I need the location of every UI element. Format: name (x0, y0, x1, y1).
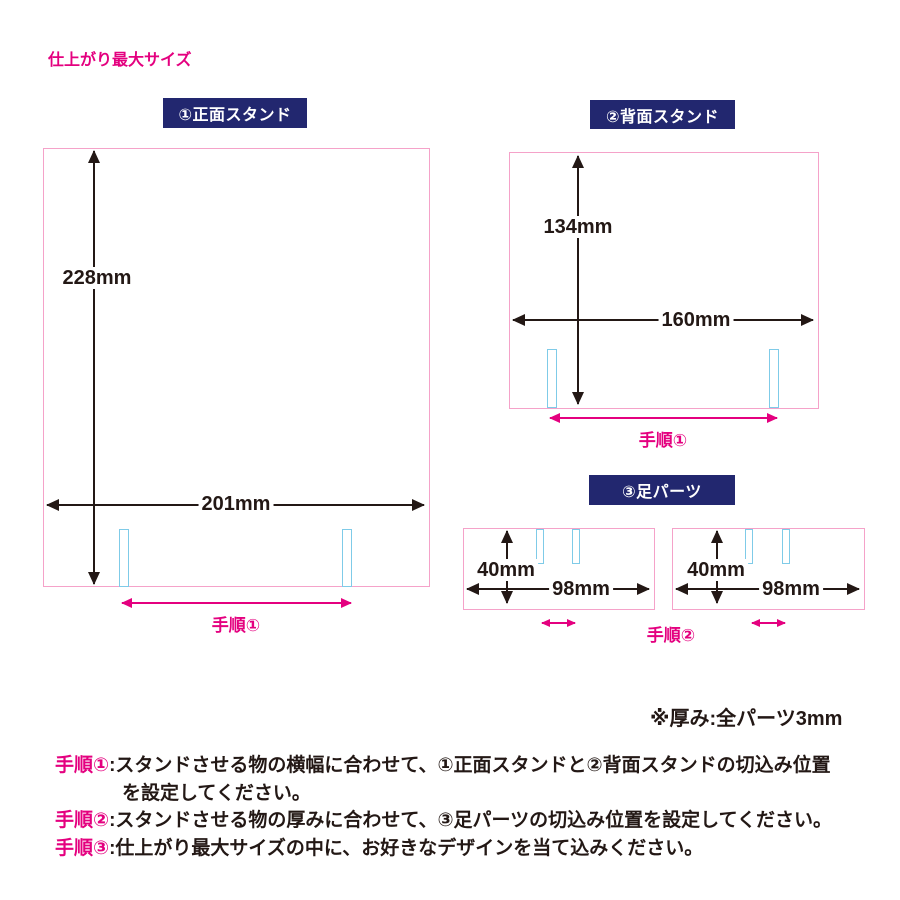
back-stand-header: ②背面スタンド (590, 100, 735, 129)
front-height-arrow (93, 151, 95, 584)
instruction-line-1: 手順①:スタンドさせる物の横幅に合わせて、①正面スタンドと②背面スタンドの切込み… (55, 752, 832, 780)
foot-right-height-label: 40mm (684, 559, 748, 581)
thickness-note: ※厚み:全パーツ3mm (650, 708, 843, 730)
back-height-arrow (577, 156, 579, 404)
foot-left-slit-2 (572, 529, 580, 564)
foot-right-step-arrow (752, 622, 785, 624)
instruction-text-1: :スタンドさせる物の横幅に合わせて、①正面スタンドと②背面スタンドの切込み位置 (109, 755, 831, 776)
back-slit-right (769, 349, 779, 408)
instruction-text-3: :スタンドさせる物の厚みに合わせて、③足パーツの切込み位置を設定してください。 (109, 810, 833, 831)
instruction-line-4: 手順③:仕上がり最大サイズの中に、お好きなデザインを当て込みください。 (55, 835, 832, 863)
back-step-arrow (550, 417, 777, 419)
instructions-block: 手順①:スタンドさせる物の横幅に合わせて、①正面スタンドと②背面スタンドの切込み… (55, 752, 832, 862)
foot-parts-header: ③足パーツ (589, 475, 735, 505)
foot-left-height-label: 40mm (474, 559, 538, 581)
foot-step-label: 手順② (646, 626, 696, 645)
front-stand-header: ①正面スタンド (163, 98, 307, 128)
front-slit-left (119, 529, 129, 587)
step3-label: 手順③ (55, 837, 110, 859)
instruction-text-2: を設定してください。 (122, 782, 311, 804)
instruction-line-2: を設定してください。 (55, 780, 832, 808)
foot-left-slit-1 (536, 529, 544, 564)
foot-right-width-label: 98mm (759, 578, 823, 600)
front-stand-rect (43, 148, 430, 587)
back-stand-rect (509, 152, 819, 409)
front-step-label: 手順① (211, 616, 261, 635)
front-width-label: 201mm (198, 493, 274, 515)
back-height-label: 134mm (540, 216, 616, 238)
foot-right-slit-2 (782, 529, 790, 564)
foot-right-slit-1 (745, 529, 753, 564)
front-step-arrow (122, 602, 351, 604)
back-width-label: 160mm (658, 309, 734, 331)
front-height-label: 228mm (59, 267, 135, 289)
foot-left-step-arrow (542, 622, 575, 624)
step2-label: 手順② (55, 810, 110, 831)
front-slit-right (342, 529, 352, 587)
back-slit-left (547, 349, 557, 408)
instruction-line-3: 手順②:スタンドさせる物の厚みに合わせて、③足パーツの切込み位置を設定してくださ… (55, 807, 832, 835)
foot-left-width-label: 98mm (549, 578, 613, 600)
step1-label: 手順① (55, 755, 110, 776)
back-step-label: 手順① (638, 431, 688, 450)
instruction-text-4: :仕上がり最大サイズの中に、お好きなデザインを当て込みください。 (109, 837, 704, 859)
page-title: 仕上がり最大サイズ (48, 52, 192, 69)
